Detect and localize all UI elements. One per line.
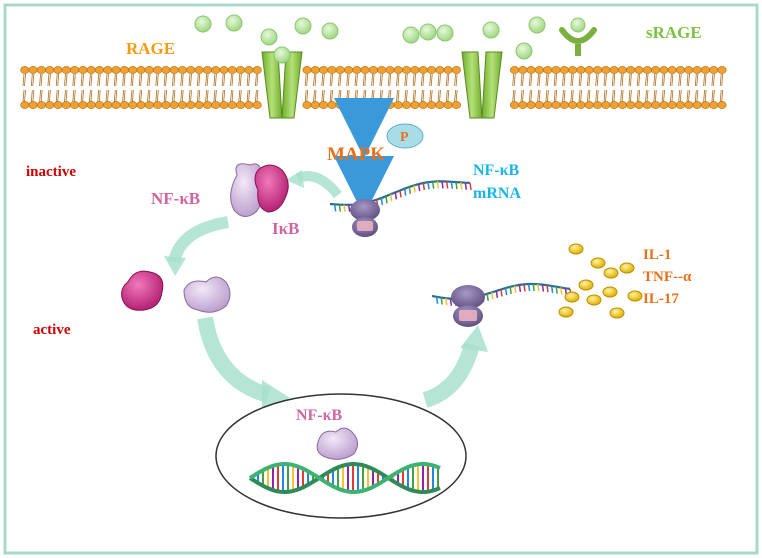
dna-double-helix bbox=[248, 462, 441, 494]
mrna-label-line2: mRNA bbox=[473, 185, 521, 202]
srage-label: sRAGE bbox=[646, 23, 702, 42]
nfkb-free-protein bbox=[183, 276, 231, 313]
ligand bbox=[528, 16, 546, 34]
nfkb-nucleus-label: NF-κB bbox=[296, 407, 343, 424]
flow-arrowhead bbox=[262, 380, 290, 412]
cell-membrane bbox=[20, 66, 727, 109]
ligand bbox=[273, 46, 291, 64]
ligand bbox=[321, 22, 339, 40]
srage-receptor bbox=[559, 17, 597, 56]
cytokine bbox=[627, 290, 643, 302]
flow-arrowhead bbox=[460, 325, 488, 352]
rage-label: RAGE bbox=[126, 39, 175, 58]
flow-arrow-to-translation bbox=[422, 342, 480, 408]
ligand bbox=[419, 23, 437, 41]
flow-arrowhead bbox=[286, 170, 304, 188]
rage-receptor-left bbox=[261, 51, 303, 119]
ligand bbox=[294, 17, 312, 35]
flow-arrowhead bbox=[164, 256, 186, 276]
ligand bbox=[225, 14, 243, 32]
phosphate-bubble bbox=[386, 123, 424, 149]
ribosome-top bbox=[350, 199, 380, 237]
il1-label: IL-1 bbox=[643, 247, 671, 263]
flow-arrow-dissociation bbox=[168, 216, 230, 264]
tnf-label: TNF--α bbox=[643, 269, 692, 285]
cytokine bbox=[609, 307, 625, 319]
cytokine bbox=[586, 294, 602, 306]
nfkb-bound-protein bbox=[316, 427, 358, 460]
ligand bbox=[402, 26, 420, 44]
cytokine-group bbox=[558, 243, 643, 319]
ikb-free-protein bbox=[121, 270, 164, 311]
cytokine bbox=[602, 286, 618, 298]
ligand bbox=[260, 28, 278, 46]
inactive-label: inactive bbox=[26, 164, 76, 180]
ligand bbox=[482, 21, 500, 39]
active-label: active bbox=[33, 322, 71, 338]
cytokine bbox=[564, 291, 580, 303]
nfkb-complex-label: NF-κB bbox=[151, 189, 200, 208]
flow-arrow-to-nucleus bbox=[197, 316, 271, 403]
phosphate-label: P bbox=[400, 130, 409, 145]
rage-receptor-right bbox=[461, 51, 503, 119]
cytokine bbox=[568, 243, 584, 255]
ligand bbox=[515, 42, 533, 60]
ligand bbox=[194, 15, 212, 33]
ribosome-bottom bbox=[451, 285, 485, 327]
ikb-label: IκB bbox=[272, 219, 299, 238]
cytokine bbox=[590, 257, 606, 269]
mapk-label: MAPK bbox=[327, 144, 385, 165]
ligand bbox=[436, 24, 454, 42]
ligand-group bbox=[194, 14, 546, 64]
cytokine bbox=[578, 279, 594, 291]
nfkb-ikb-complex bbox=[230, 163, 289, 217]
cytokine bbox=[619, 262, 635, 274]
cytokine bbox=[603, 267, 619, 279]
il17-label: IL-17 bbox=[643, 291, 679, 307]
cytokine bbox=[558, 306, 574, 318]
mrna-label-line1: NF-κB bbox=[473, 162, 520, 179]
